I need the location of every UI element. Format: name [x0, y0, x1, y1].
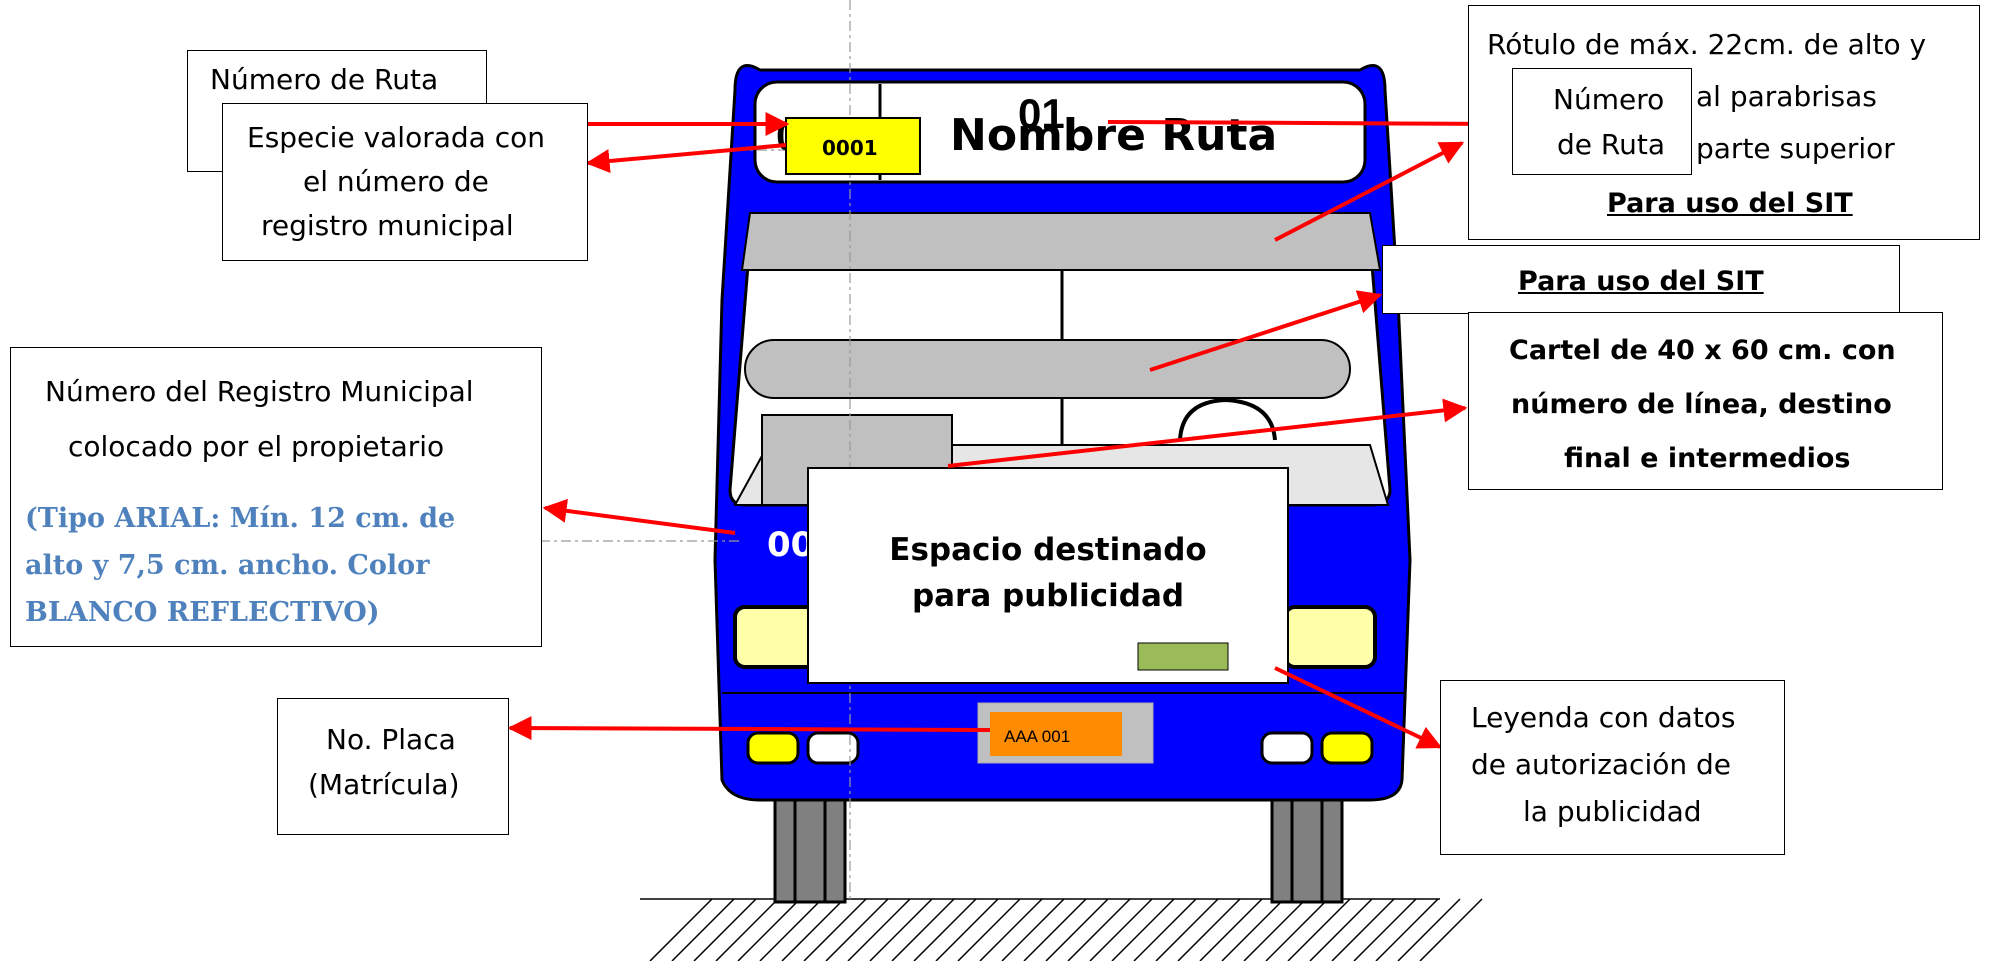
hatch-line	[891, 898, 955, 961]
ad-legend-line1: Leyenda con datos	[1471, 701, 1736, 734]
hatch-line	[1177, 898, 1241, 961]
callout-placard: Cartel de 40 x 60 cm. con número de líne…	[1468, 312, 1943, 490]
hatch-line	[803, 898, 867, 961]
plate-line1: No. Placa	[326, 723, 456, 756]
hatch-line	[1221, 898, 1285, 961]
hatch-line	[649, 898, 713, 961]
license-plate	[990, 712, 1122, 756]
ground-hatch	[640, 898, 1483, 961]
hatch-line	[957, 898, 1021, 961]
callout-route-number-overlay: Número de Ruta	[1512, 68, 1692, 175]
sit-windshield-panel	[744, 339, 1351, 399]
placard-line1: Cartel de 40 x 60 cm. con	[1509, 335, 1896, 366]
hatch-line	[1265, 898, 1329, 961]
callout-arrows	[488, 111, 1513, 749]
valued-species-tag	[785, 117, 921, 175]
roof-sign-line2: al parabrisas	[1696, 80, 1877, 113]
route-overlay-line1: Número	[1553, 83, 1665, 116]
bumper-lights	[746, 731, 1374, 765]
route-number-sign: 01	[1018, 90, 1065, 137]
hatch-line	[825, 898, 889, 961]
registry-line2: colocado por el propietario	[68, 430, 445, 463]
route-overlay-line2: de Ruta	[1557, 128, 1665, 161]
ad-space-line1: Espacio destinado	[889, 532, 1206, 568]
hatch-line	[1001, 898, 1065, 961]
hatch-line	[1023, 898, 1087, 961]
hatch-line	[1397, 898, 1461, 961]
valued-species-number: 0001	[822, 136, 878, 160]
valued-species-line2: el número de	[303, 165, 489, 198]
hatch-line	[1419, 898, 1483, 961]
windshield-sit-text: Para uso del SIT	[1518, 266, 1764, 297]
hatch-line	[1111, 898, 1175, 961]
callout-plate: No. Placa (Matrícula)	[277, 698, 509, 835]
hatch-line	[913, 898, 977, 961]
license-plate-text: AAA 001	[1004, 727, 1070, 746]
front-wheels	[773, 788, 1344, 904]
hatch-line	[693, 898, 757, 961]
hatch-line	[1089, 898, 1153, 961]
registry-note-line1: (Tipo ARIAL: Mín. 12 cm. de	[25, 503, 456, 534]
callout-ad-legend: Leyenda con datos de autorización de la …	[1440, 680, 1785, 855]
roof-sign-sit: Para uso del SIT	[1607, 188, 1853, 219]
hatch-line	[1243, 898, 1307, 961]
hatch-line	[715, 898, 779, 961]
ad-space-line2: para publicidad	[912, 578, 1184, 614]
hatch-line	[935, 898, 999, 961]
roof-sign-line3: parte superior	[1696, 132, 1895, 165]
callout-valued-species: Especie valorada con el número de regist…	[222, 103, 588, 261]
valued-species-line1: Especie valorada con	[247, 121, 545, 154]
plate-line2: (Matrícula)	[308, 768, 460, 801]
route-name-sign: Nombre Ruta	[950, 110, 1277, 161]
ad-legend-line2: de autorización de	[1471, 748, 1732, 781]
registry-line1: Número del Registro Municipal	[45, 375, 474, 408]
placard-line2: número de línea, destino	[1511, 389, 1892, 420]
hatch-line	[1133, 898, 1197, 961]
hatch-line	[737, 898, 801, 961]
ad-legend-strip	[1137, 642, 1229, 671]
callout-windshield-sit: Para uso del SIT	[1382, 245, 1900, 314]
callout-registry: Número del Registro Municipal colocado p…	[10, 347, 542, 647]
roof-sign-line1: Rótulo de máx. 22cm. de alto y	[1487, 28, 1927, 61]
callout-route-number-text: Número de Ruta	[210, 63, 439, 96]
hatch-line	[979, 898, 1043, 961]
hatch-line	[1287, 898, 1351, 961]
hatch-line	[759, 898, 823, 961]
hatch-line	[1155, 898, 1219, 961]
registry-note-line2: alto y 7,5 cm. ancho. Color	[25, 550, 430, 581]
hatch-line	[1375, 898, 1439, 961]
hatch-line	[671, 898, 735, 961]
valued-species-line3: registro municipal	[261, 209, 514, 242]
hatch-line	[1045, 898, 1109, 961]
headlight-right	[1283, 605, 1377, 669]
hatch-line	[1353, 898, 1417, 961]
hatch-line	[1309, 898, 1373, 961]
side-registry-number: 00	[767, 525, 814, 565]
sit-roof-panel	[740, 212, 1382, 271]
hatch-line	[1331, 898, 1395, 961]
hatch-line	[847, 898, 911, 961]
hatch-line	[781, 898, 845, 961]
hatch-line	[869, 898, 933, 961]
placard-line3: final e intermedios	[1564, 443, 1851, 474]
registry-note-line3: BLANCO REFLECTIVO)	[25, 597, 380, 628]
ad-legend-line3: la publicidad	[1523, 795, 1702, 828]
hatch-line	[1067, 898, 1131, 961]
hatch-line	[1199, 898, 1263, 961]
